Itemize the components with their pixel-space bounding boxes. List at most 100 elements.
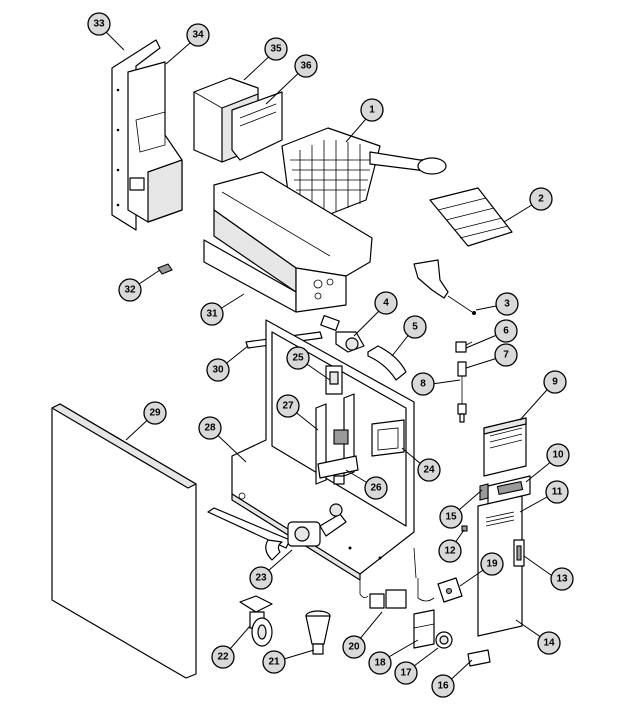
callout-12: 12 [438, 539, 462, 563]
callout-number: 3 [504, 299, 510, 310]
callout-7: 7 [494, 343, 518, 367]
fry-basket [281, 127, 447, 219]
panel-clip [479, 483, 489, 501]
callout-number: 1 [369, 105, 375, 116]
callout-number: 8 [420, 379, 426, 390]
callout-number: 34 [192, 30, 204, 41]
callout-2: 2 [529, 187, 553, 211]
gas-valve [207, 503, 347, 561]
callout-circle [550, 567, 574, 591]
callout-circle [143, 401, 167, 425]
callout-11: 11 [545, 480, 569, 504]
door-panel [51, 403, 197, 679]
callout-19: 19 [480, 552, 504, 576]
callout-35: 35 [264, 37, 288, 61]
callout-26: 26 [364, 476, 388, 500]
callout-24: 24 [417, 458, 441, 482]
drain-valve [320, 314, 365, 353]
hi-limit-switch [455, 341, 473, 353]
callout-5: 5 [403, 315, 427, 339]
panel-hinge [467, 649, 491, 667]
callout-14: 14 [537, 631, 561, 655]
callout-circle [529, 187, 553, 211]
callout-circle [206, 358, 230, 382]
callout-36: 36 [294, 54, 318, 78]
callout-29: 29 [143, 401, 167, 425]
fry-pot [203, 171, 373, 313]
side-bracket [371, 419, 405, 457]
callout-circle [368, 651, 392, 675]
callout-circle [87, 12, 111, 36]
callout-number: 25 [292, 353, 304, 364]
callout-6: 6 [494, 319, 518, 343]
callout-number: 22 [217, 652, 229, 663]
callout-number: 5 [412, 322, 418, 333]
callout-number: 23 [255, 573, 267, 584]
callout-20: 20 [342, 635, 366, 659]
callout-number: 32 [124, 285, 136, 296]
callout-number: 36 [300, 61, 312, 72]
callout-8: 8 [411, 372, 435, 396]
callout-circle [495, 292, 519, 316]
callout-circle [480, 552, 504, 576]
pilot-assembly [317, 455, 359, 485]
callout-25: 25 [286, 346, 310, 370]
callout-circle [411, 372, 435, 396]
callout-number: 9 [552, 377, 558, 388]
callout-circle [198, 416, 222, 440]
callout-22: 22 [211, 645, 235, 669]
callout-number: 12 [444, 546, 456, 557]
callout-number: 2 [538, 194, 544, 205]
callout-circle [342, 635, 366, 659]
callout-circle [294, 54, 318, 78]
caster-wheel [239, 595, 273, 647]
callout-number: 19 [486, 559, 498, 570]
callout-number: 16 [437, 681, 449, 692]
callout-number: 7 [503, 350, 509, 361]
adjustable-leg [305, 610, 331, 655]
callout-15: 15 [439, 505, 463, 529]
callout-number: 13 [556, 574, 568, 585]
callout-number: 14 [543, 638, 555, 649]
baffle-plate [231, 91, 283, 161]
flue-body [127, 61, 183, 223]
callout-circle [364, 476, 388, 500]
callout-circle [211, 645, 235, 669]
callout-circle [118, 278, 142, 302]
callout-number: 33 [93, 19, 105, 30]
callout-27: 27 [276, 394, 300, 418]
callout-circle [394, 661, 418, 685]
callout-21: 21 [262, 650, 286, 674]
temperature-probe [457, 361, 467, 423]
callout-3: 3 [495, 292, 519, 316]
callout-number: 21 [268, 657, 280, 668]
callout-16: 16 [431, 674, 455, 698]
callout-number: 29 [149, 408, 161, 419]
callout-circle [545, 480, 569, 504]
callout-circle [403, 315, 427, 339]
valve-bracket [325, 365, 343, 395]
callout-circle [494, 343, 518, 367]
callout-31: 31 [200, 302, 224, 326]
lower-bracket [413, 609, 435, 649]
callout-30: 30 [206, 358, 230, 382]
basket-rack [429, 187, 513, 247]
callout-number: 27 [282, 401, 294, 412]
screw [461, 525, 468, 532]
callout-33: 33 [87, 12, 111, 36]
callout-10: 10 [546, 443, 570, 467]
callout-number: 6 [503, 326, 509, 337]
callout-4: 4 [374, 291, 398, 315]
callout-number: 28 [204, 423, 216, 434]
callout-circle [262, 650, 286, 674]
callout-circle [543, 370, 567, 394]
panel-handle [513, 539, 525, 567]
callout-circle [249, 566, 273, 590]
callout-13: 13 [550, 567, 574, 591]
callout-circle [200, 302, 224, 326]
callout-number: 31 [206, 309, 218, 320]
callout-circle [276, 394, 300, 418]
callout-number: 15 [445, 512, 457, 523]
